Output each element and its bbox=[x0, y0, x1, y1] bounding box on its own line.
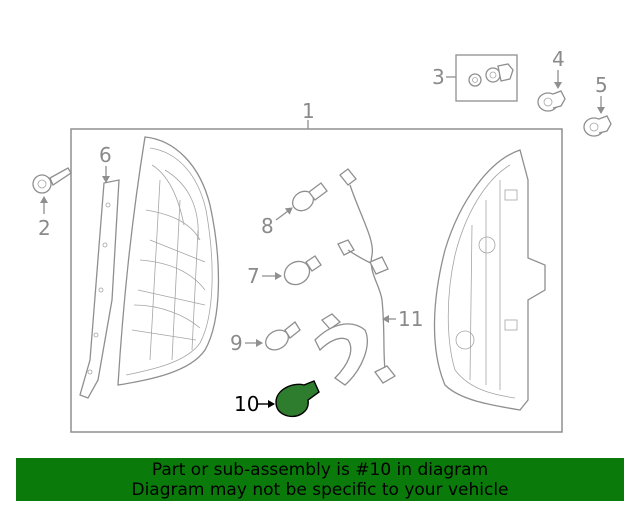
callout-7[interactable]: 7 bbox=[247, 264, 282, 288]
info-banner: Part or sub-assembly is #10 in diagram D… bbox=[16, 458, 624, 501]
part-11-harness[interactable] bbox=[314, 168, 396, 386]
callout-5[interactable]: 5 bbox=[595, 73, 608, 114]
callout-6-label: 6 bbox=[99, 143, 112, 167]
callout-1-label: 1 bbox=[302, 99, 315, 123]
assembly-frame bbox=[70, 128, 563, 433]
callout-11[interactable]: 11 bbox=[382, 307, 423, 331]
tail-lamp-housing[interactable] bbox=[433, 149, 546, 411]
banner-line-1: Part or sub-assembly is #10 in diagram bbox=[151, 460, 489, 480]
callout-9-label: 9 bbox=[230, 331, 243, 355]
callout-9[interactable]: 9 bbox=[230, 331, 263, 355]
part-4-nut[interactable] bbox=[537, 90, 566, 112]
callout-11-label: 11 bbox=[398, 307, 423, 331]
tail-lamp-lens[interactable] bbox=[117, 136, 220, 386]
part-8-bulb[interactable] bbox=[289, 182, 328, 215]
part-2-screw[interactable] bbox=[32, 167, 72, 194]
callout-6[interactable]: 6 bbox=[99, 143, 112, 183]
callout-10[interactable]: 10 bbox=[234, 392, 275, 416]
callout-2[interactable]: 2 bbox=[38, 196, 51, 240]
banner-line-2: Diagram may not be specific to your vehi… bbox=[131, 480, 509, 500]
part-9-bulb[interactable] bbox=[262, 321, 301, 354]
part-10-bulb[interactable] bbox=[275, 380, 320, 418]
callout-8[interactable]: 8 bbox=[261, 207, 293, 238]
callout-10-label: 10 bbox=[234, 392, 259, 416]
part-6-bracket[interactable] bbox=[79, 179, 120, 399]
callout-5-label: 5 bbox=[595, 73, 608, 97]
part-7-bulb[interactable] bbox=[280, 255, 322, 289]
callout-4-label: 4 bbox=[552, 47, 565, 71]
part-3-grommets[interactable] bbox=[455, 54, 518, 102]
callout-8-label: 8 bbox=[261, 214, 274, 238]
part-10-bulb-shape bbox=[275, 380, 320, 418]
callout-1[interactable]: 1 bbox=[302, 99, 315, 129]
callout-3-label: 3 bbox=[432, 65, 445, 89]
callout-4[interactable]: 4 bbox=[552, 47, 565, 89]
callout-2-label: 2 bbox=[38, 216, 51, 240]
part-5-nut[interactable] bbox=[583, 115, 612, 137]
callout-7-label: 7 bbox=[247, 264, 260, 288]
callout-3[interactable]: 3 bbox=[432, 65, 456, 89]
